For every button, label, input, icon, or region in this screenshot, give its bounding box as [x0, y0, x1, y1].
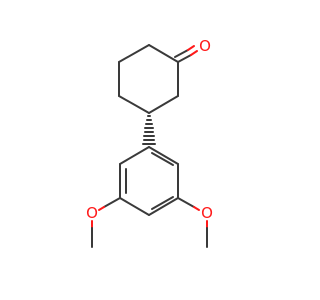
molecule-structure: O O O [86, 37, 213, 248]
left-methoxy-bond-ar [103, 197, 121, 208]
aromatic-bond-3 [148, 197, 179, 216]
right-methoxy-oxygen-label: O [201, 204, 213, 222]
carbonyl-bond-a-red [190, 50, 198, 56]
hashed-wedge-bond [142, 115, 156, 145]
ring-bond-c1-c2 [148, 44, 179, 63]
right-methoxy-bond-ar [177, 197, 195, 208]
aromatic-bond-6 [119, 146, 150, 165]
aromatic-inner-bond-2 [151, 196, 174, 210]
left-methoxy-bond-o [98, 206, 105, 211]
carbonyl-bond-b [174, 49, 189, 58]
carbonyl-bond-b-red [187, 45, 195, 51]
left-methoxy-oxygen-label: O [86, 204, 98, 222]
aromatic-bond-1 [148, 146, 179, 165]
aromatic-bond-4 [119, 197, 150, 216]
carbonyl-oxygen-label: O [199, 37, 211, 55]
carbonyl-bond-a [177, 54, 192, 63]
ring-bond-c5-c4 [118, 95, 150, 114]
ring-bond-c6-c1 [118, 44, 150, 63]
right-methoxy-bond-o [193, 206, 200, 211]
ring-bond-c3-c4 [148, 95, 179, 114]
aromatic-inner-bond-1 [151, 152, 174, 166]
